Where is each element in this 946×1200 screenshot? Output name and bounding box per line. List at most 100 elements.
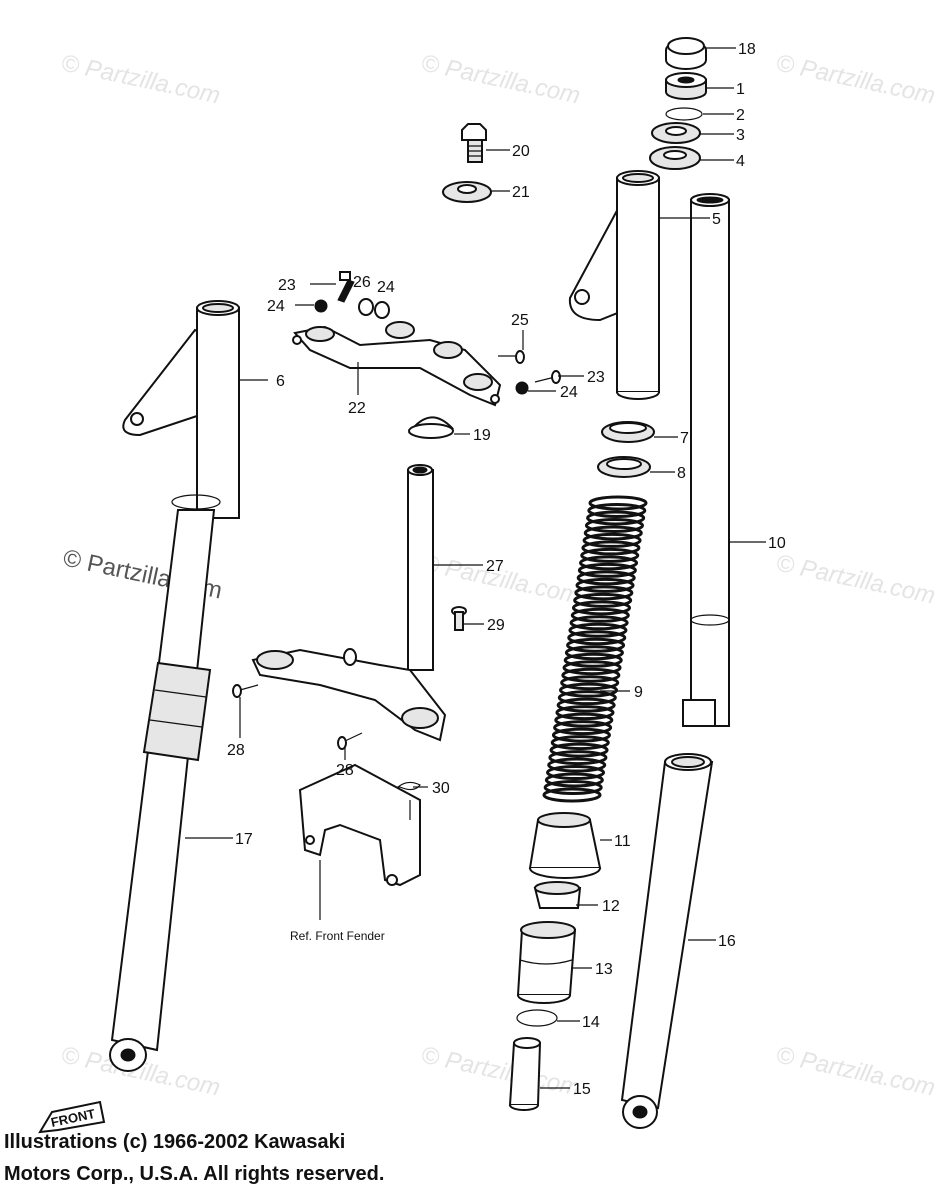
part-14-o-ring — [516, 1009, 558, 1027]
callout-19: 19 — [473, 427, 491, 444]
callout-24-left: 24 — [267, 298, 285, 315]
spring-coil — [551, 727, 611, 743]
front-fender-bracket — [298, 763, 421, 887]
part-20-bolt — [461, 123, 487, 163]
part-27-lower-clamp — [251, 648, 447, 742]
callout-7: 7 — [680, 430, 689, 447]
part-15-piston — [508, 1037, 542, 1111]
leader-lines — [185, 47, 766, 1089]
part-23-bolt-right — [534, 370, 561, 384]
watermark-top-center: © Partzilla.com — [419, 49, 583, 109]
spring-coil — [563, 652, 623, 668]
callout-30: 30 — [432, 780, 450, 797]
spring-coil — [573, 592, 633, 608]
ref-front-fender-label: Ref. Front Fender — [290, 929, 385, 943]
callout-2: 2 — [736, 107, 745, 124]
callout-5: 5 — [712, 211, 721, 228]
spring-coil — [547, 757, 607, 773]
part-27-steering-stem — [407, 464, 434, 671]
spring-coil — [577, 562, 637, 578]
spring-coil — [561, 667, 621, 683]
spring-coil — [587, 502, 647, 518]
callout-24-center: 24 — [377, 279, 395, 296]
callout-28-center: 28 — [336, 762, 354, 779]
callout-11: 11 — [614, 833, 631, 850]
part-13-bushing — [516, 921, 577, 1004]
part-10-inner-tube — [682, 193, 730, 727]
callout-1: 1 — [736, 81, 745, 98]
part-24-nut-right — [515, 381, 529, 395]
spring-coil — [582, 532, 642, 548]
callout-25: 25 — [511, 312, 529, 329]
spring-coil — [583, 525, 643, 541]
front-direction-badge: FRONT — [38, 1100, 106, 1134]
spring-coil — [571, 600, 631, 616]
spring-coil — [555, 705, 615, 721]
watermark-top-right: © Partzilla.com — [774, 49, 938, 109]
part-9-spring — [542, 495, 648, 803]
callout-22: 22 — [348, 400, 366, 417]
watermark-mid-right: © Partzilla.com — [774, 549, 938, 609]
spring-coil — [542, 787, 602, 803]
callout-8: 8 — [677, 465, 686, 482]
copyright-notice: Illustrations (c) 1966-2002 Kawasaki Mot… — [4, 1126, 524, 1190]
spring-coil — [548, 750, 608, 766]
part-7-seal — [601, 421, 655, 443]
callout-13: 13 — [595, 961, 613, 978]
callout-9: 9 — [634, 684, 643, 701]
spring-coil — [564, 645, 624, 661]
copyright-line-1: Illustrations (c) 1966-2002 Kawasaki — [4, 1131, 346, 1153]
part-2-o-ring — [665, 107, 703, 121]
callout-18: 18 — [738, 41, 756, 58]
spring-coil — [588, 495, 648, 511]
callout-26: 26 — [353, 274, 371, 291]
spring-coil — [560, 675, 620, 691]
spring-coil — [543, 780, 603, 796]
callout-14: 14 — [582, 1014, 600, 1031]
copyright-line-2: Motors Corp., U.S.A. All rights reserved… — [4, 1163, 385, 1185]
part-26-collar — [358, 298, 374, 316]
callout-10: 10 — [768, 535, 786, 552]
callout-27: 27 — [486, 558, 504, 575]
callout-23-right: 23 — [587, 369, 605, 386]
spring-coil — [553, 720, 613, 736]
spring-coil — [544, 772, 604, 788]
spring-coil — [562, 660, 622, 676]
part-28-bolt-center — [337, 732, 363, 750]
spring-coil — [581, 540, 641, 556]
callout-17: 17 — [235, 831, 253, 848]
spring-coil — [580, 547, 640, 563]
callout-20: 20 — [512, 143, 530, 160]
spring-coil — [579, 555, 639, 571]
spring-coil — [550, 735, 610, 751]
spring-coil — [557, 690, 617, 706]
part-24-nut-center — [374, 301, 390, 319]
part-5-upper-tube — [568, 170, 660, 400]
callout-24-right: 24 — [560, 384, 578, 401]
spring-coil — [575, 577, 635, 593]
callout-4: 4 — [736, 153, 745, 170]
spring-coil — [556, 697, 616, 713]
callout-15: 15 — [573, 1081, 591, 1098]
part-1-nut — [665, 72, 707, 100]
callout-16: 16 — [718, 933, 736, 950]
part-22-top-triple-clamp — [292, 321, 502, 407]
part-18-cap — [665, 37, 707, 70]
watermark-top-left: © Partzilla.com — [59, 49, 223, 109]
part-25-bolt — [498, 350, 525, 364]
callout-12: 12 — [602, 898, 620, 915]
part-17-lower-left-tube — [109, 509, 216, 1072]
part-11-sleeve — [528, 812, 602, 879]
spring-coil — [567, 630, 627, 646]
part-23-bolt-left — [337, 271, 355, 303]
part-3-washer — [651, 122, 701, 144]
callout-28-left: 28 — [227, 742, 245, 759]
part-19-cover — [407, 416, 455, 439]
spring-coil — [566, 637, 626, 653]
spring-coil — [549, 742, 609, 758]
part-30-clip — [396, 781, 421, 791]
part-29-bolt — [451, 606, 467, 631]
part-16-outer-tube — [620, 753, 714, 1129]
spring-coil — [586, 510, 646, 526]
